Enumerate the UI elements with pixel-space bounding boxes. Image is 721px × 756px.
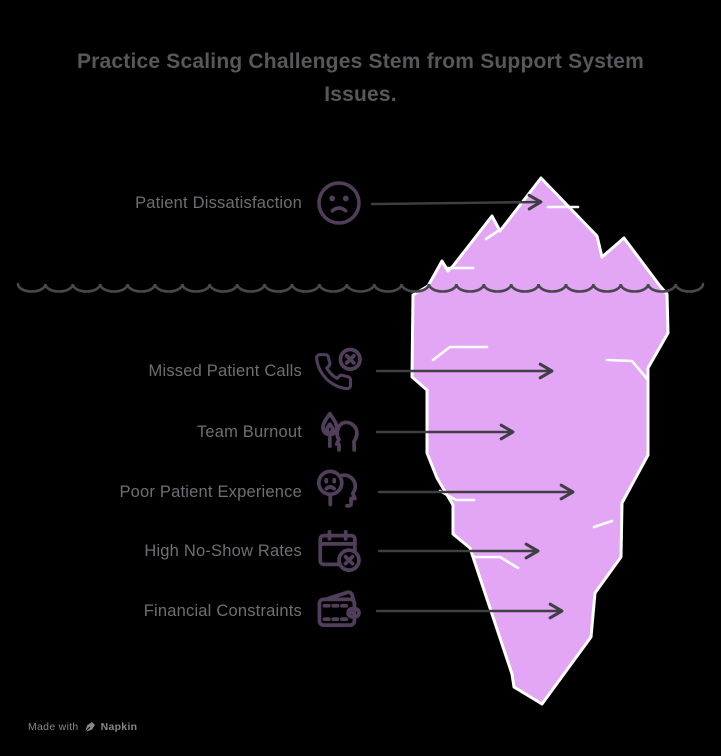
item-label: Patient Dissatisfaction — [135, 193, 302, 212]
sad-face-icon — [313, 177, 365, 229]
item-label: Financial Constraints — [143, 601, 302, 620]
crevasse-marks — [431, 205, 650, 570]
flame-head-icon — [313, 406, 365, 458]
watermark-made-with: Made with — [28, 721, 79, 733]
item-row-no-show: High No-Show Rates — [0, 525, 365, 577]
item-label: Missed Patient Calls — [148, 361, 302, 380]
phone-missed-icon — [313, 345, 365, 397]
sad-face-head-icon — [313, 466, 365, 518]
item-label: High No-Show Rates — [144, 541, 302, 560]
item-row-poor-experience: Poor Patient Experience — [0, 466, 365, 518]
item-label: Poor Patient Experience — [119, 482, 302, 501]
item-row-missed-calls: Missed Patient Calls — [0, 345, 365, 397]
watermark: Made with Napkin — [28, 721, 137, 733]
arrow-patient-dissatisfaction — [370, 193, 543, 211]
pen-nib-icon — [84, 721, 96, 733]
item-label: Team Burnout — [196, 422, 302, 441]
diagram-title: Practice Scaling Challenges Stem from Su… — [76, 50, 645, 106]
watermark-brand: Napkin — [100, 721, 138, 733]
iceberg-shape — [410, 176, 670, 706]
calendar-x-icon — [313, 525, 365, 577]
item-row-team-burnout: Team Burnout — [0, 406, 365, 458]
connector-arrows — [370, 193, 575, 620]
wallet-icon — [313, 585, 365, 637]
water-line — [16, 282, 705, 293]
item-row-financial: Financial Constraints — [0, 585, 365, 637]
item-row-patient-dissatisfaction: Patient Dissatisfaction — [0, 177, 365, 229]
